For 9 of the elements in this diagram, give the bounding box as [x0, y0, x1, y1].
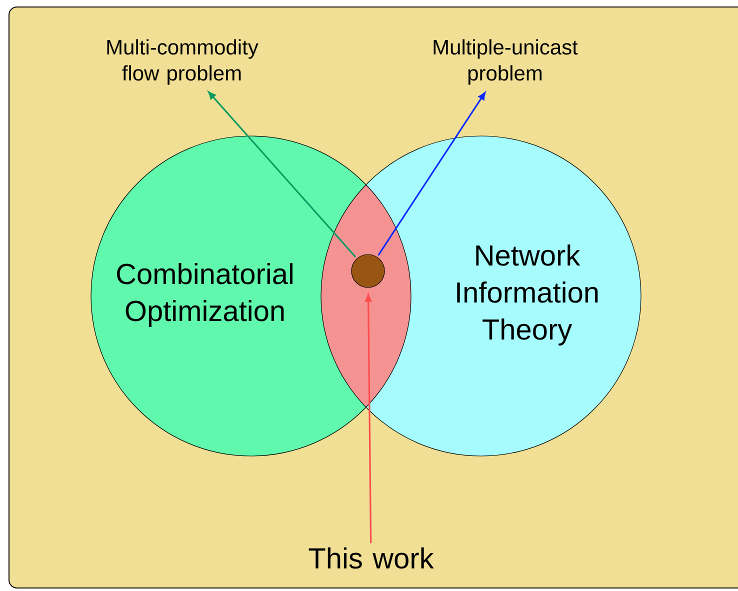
- arrow: [364, 294, 372, 544]
- text-label: This work: [308, 547, 434, 569]
- text-label: Multi-commodity flow problem: [107, 39, 258, 85]
- circle-label: Network Information Theory: [457, 244, 598, 346]
- circle-label: Combinatorial Optimization: [117, 262, 292, 328]
- arrow: [208, 91, 356, 258]
- text-label: Multiple-unicast problem: [434, 39, 578, 85]
- dot: [351, 254, 385, 288]
- arrow: [378, 92, 486, 256]
